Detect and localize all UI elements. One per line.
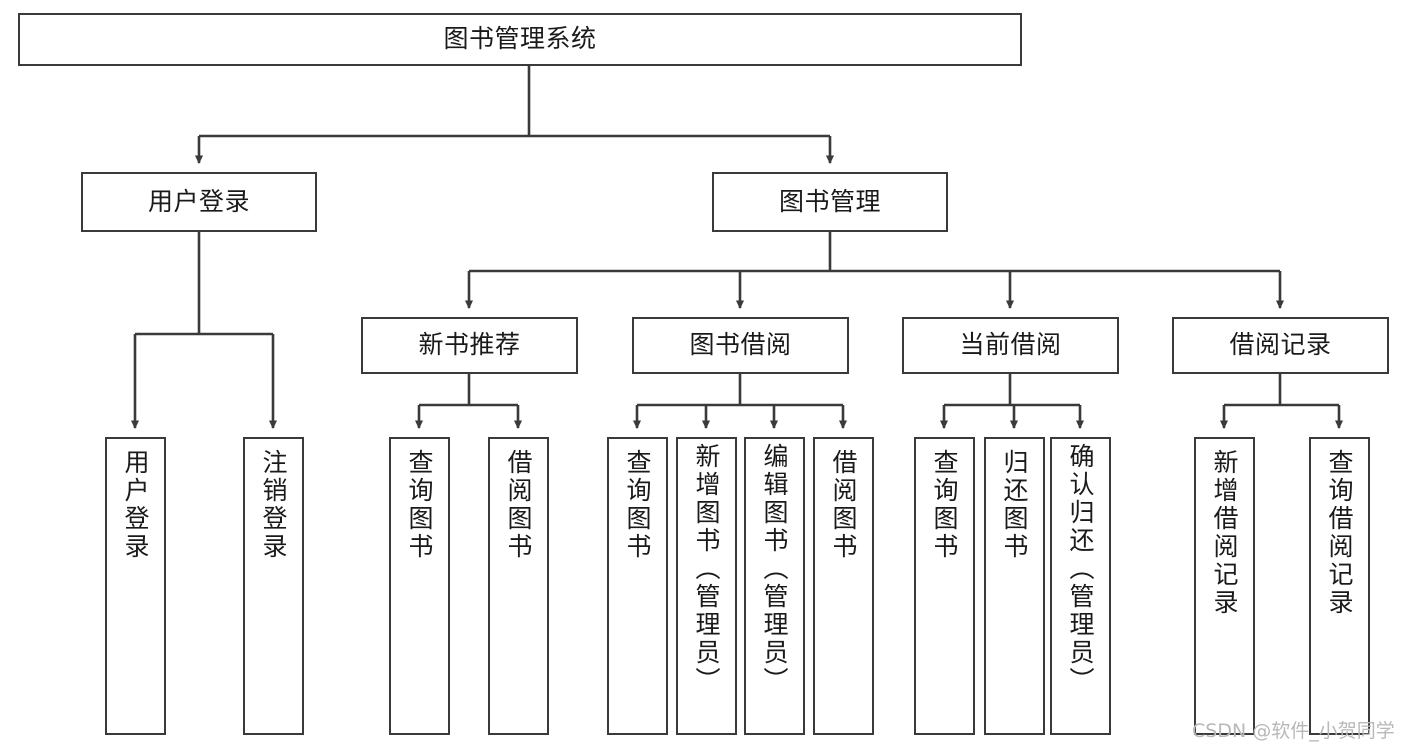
node-leaf-return-book[interactable]: 归还图书 [984, 437, 1045, 735]
node-leaf-borrow-book-1[interactable]: 借阅图书 [488, 437, 549, 735]
node-new-book-recommend[interactable]: 新书推荐 [361, 317, 578, 374]
node-user-login-label: 用户登录 [147, 186, 250, 216]
node-user-login[interactable]: 用户登录 [81, 172, 317, 232]
node-leaf-query-book-1[interactable]: 查询图书 [389, 437, 450, 735]
csdn-watermark: CSDN @软件_小贺同学 [1192, 720, 1395, 742]
node-leaf-add-book[interactable]: 新增图书（管理员） [676, 437, 737, 735]
node-leaf-add-record-label: 新增借阅记录 [1210, 449, 1239, 617]
node-book-borrow[interactable]: 图书借阅 [632, 317, 849, 374]
node-leaf-confirm-return[interactable]: 确认归还（管理员） [1050, 437, 1111, 735]
node-book-manage[interactable]: 图书管理 [712, 172, 948, 232]
node-leaf-add-book-label: 新增图书（管理员） [692, 443, 721, 695]
node-borrow-record-label: 借阅记录 [1229, 330, 1332, 360]
node-root[interactable]: 图书管理系统 [18, 13, 1022, 66]
node-new-book-recommend-label: 新书推荐 [418, 330, 521, 360]
node-leaf-query-book-2-label: 查询图书 [623, 449, 652, 561]
node-borrow-record[interactable]: 借阅记录 [1172, 317, 1389, 374]
node-current-borrow-label: 当前借阅 [959, 330, 1062, 360]
node-leaf-query-book-3-label: 查询图书 [930, 449, 959, 561]
node-current-borrow[interactable]: 当前借阅 [902, 317, 1119, 374]
node-leaf-query-record-label: 查询借阅记录 [1325, 449, 1354, 617]
node-leaf-user-logout-label: 注销登录 [259, 449, 288, 561]
node-leaf-edit-book-label: 编辑图书（管理员） [760, 443, 789, 695]
node-book-manage-label: 图书管理 [778, 186, 881, 216]
node-leaf-borrow-book-2[interactable]: 借阅图书 [813, 437, 874, 735]
node-leaf-query-book-1-label: 查询图书 [405, 449, 434, 561]
node-leaf-confirm-return-label: 确认归还（管理员） [1066, 443, 1095, 695]
node-root-label: 图书管理系统 [443, 24, 597, 54]
node-leaf-user-login[interactable]: 用户登录 [105, 437, 166, 735]
node-leaf-query-record[interactable]: 查询借阅记录 [1309, 437, 1370, 735]
node-leaf-query-book-3[interactable]: 查询图书 [914, 437, 975, 735]
node-leaf-edit-book[interactable]: 编辑图书（管理员） [744, 437, 805, 735]
node-leaf-add-record[interactable]: 新增借阅记录 [1194, 437, 1255, 735]
node-leaf-borrow-book-2-label: 借阅图书 [829, 449, 858, 561]
node-leaf-return-book-label: 归还图书 [1000, 449, 1029, 561]
node-book-borrow-label: 图书借阅 [689, 330, 792, 360]
node-leaf-user-logout[interactable]: 注销登录 [243, 437, 304, 735]
node-leaf-user-login-label: 用户登录 [121, 449, 150, 561]
node-leaf-borrow-book-1-label: 借阅图书 [504, 449, 533, 561]
node-leaf-query-book-2[interactable]: 查询图书 [607, 437, 668, 735]
